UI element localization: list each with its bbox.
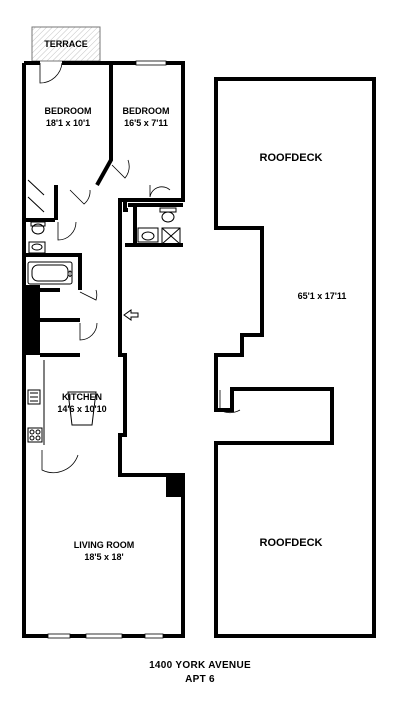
apartment-walls [22, 60, 185, 639]
terrace-label: TERRACE [44, 39, 88, 49]
address-line-1: 1400 YORK AVENUE [149, 660, 251, 671]
roof-dimensions: 65'1 x 17'11 [298, 291, 347, 301]
roofdeck-bottom-label: ROOFDECK [260, 537, 323, 549]
address-line-2: APT 6 [185, 674, 215, 685]
terrace: TERRACE [31, 26, 101, 62]
kitchen-label: KITCHEN [62, 392, 102, 402]
doors [39, 62, 171, 474]
apartment-labels: BEDROOM 18'1 x 10'1 BEDROOM 16'5 x 7'11 … [45, 106, 170, 562]
fixtures: ↕ [27, 179, 181, 445]
bedroom-right-dimensions: 16'5 x 7'11 [124, 118, 168, 128]
living-room-label: LIVING ROOM [74, 540, 135, 550]
bedroom-right-label: BEDROOM [123, 106, 170, 116]
address-block: 1400 YORK AVENUE APT 6 [149, 660, 251, 685]
kitchen-dimensions: 14'6 x 10'10 [57, 404, 106, 414]
roof-walls [214, 77, 376, 638]
roof-labels: ROOFDECK 65'1 x 17'11 ROOFDECK [260, 152, 347, 549]
roofdeck-top-label: ROOFDECK [260, 152, 323, 164]
living-room-dimensions: 18'5 x 18' [84, 552, 123, 562]
svg-text:↕: ↕ [66, 270, 74, 280]
bedroom-left-dimensions: 18'1 x 10'1 [46, 118, 90, 128]
bedroom-left-label: BEDROOM [45, 106, 92, 116]
